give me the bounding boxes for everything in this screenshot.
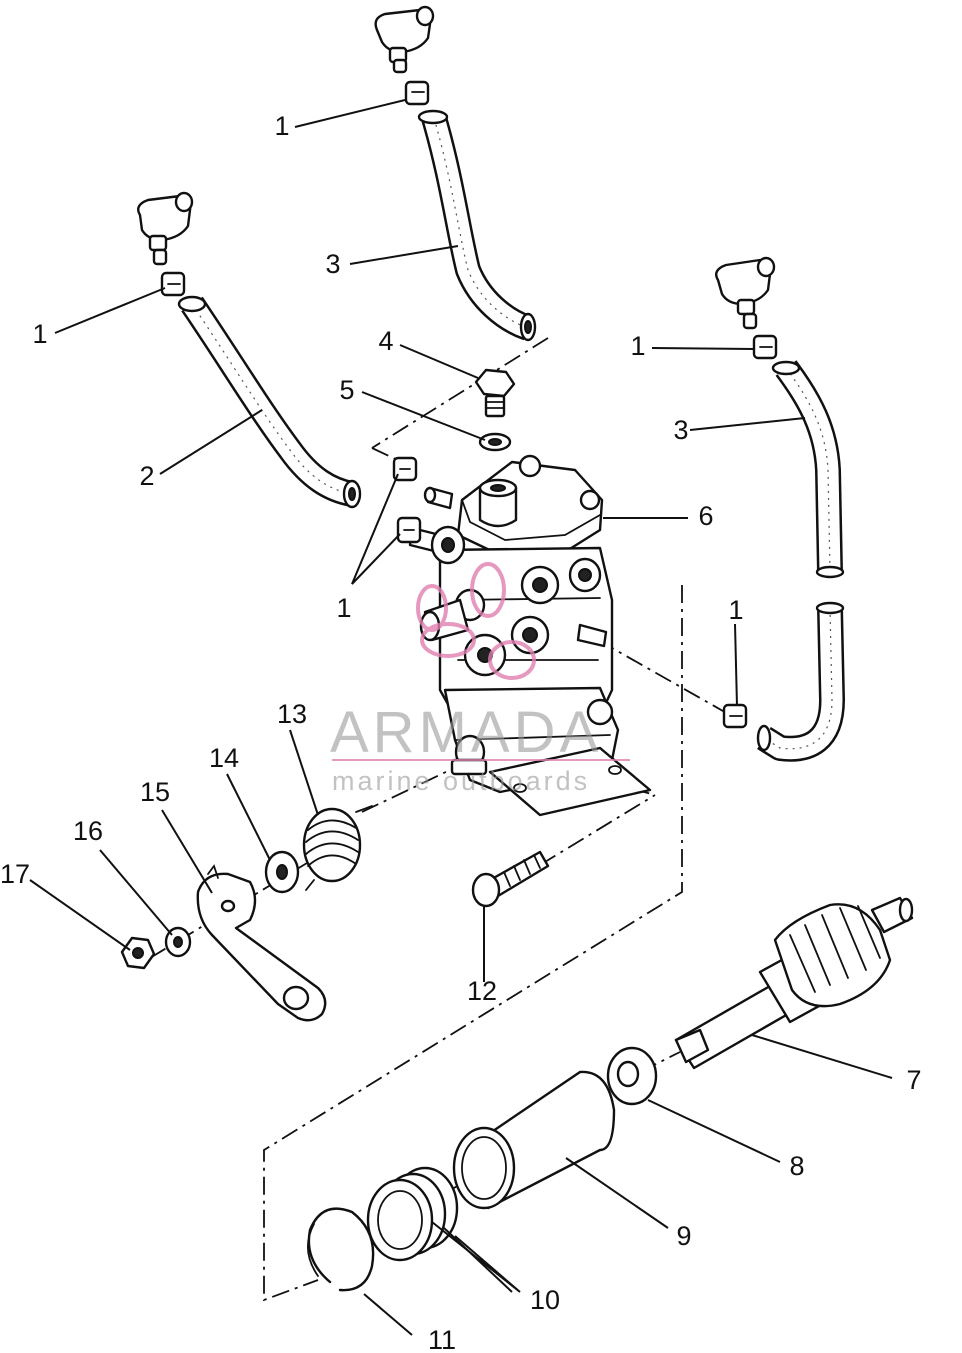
callout-5: 5 bbox=[339, 375, 354, 405]
armada-flower-logo bbox=[416, 562, 536, 680]
armada-watermark: ARMADA marine outboards bbox=[330, 562, 630, 796]
callout-3-right: 3 bbox=[673, 415, 688, 445]
hose-lower-right bbox=[756, 601, 845, 762]
hose-clamps-pump-inlet bbox=[392, 456, 422, 544]
washer-8 bbox=[606, 1046, 658, 1106]
hose-clamp-top-center bbox=[404, 80, 430, 106]
callout-3-top: 3 bbox=[325, 249, 340, 279]
leader-lines bbox=[29, 99, 893, 1336]
bleed-bolt bbox=[474, 368, 516, 418]
hose-clamp-right-top bbox=[752, 334, 778, 360]
nut-17 bbox=[120, 936, 156, 970]
callout-4: 4 bbox=[378, 326, 393, 356]
callout-17: 17 bbox=[0, 859, 30, 889]
fitting-left bbox=[137, 191, 194, 266]
callout-16: 16 bbox=[73, 816, 103, 846]
callout-1-right: 1 bbox=[630, 331, 645, 361]
callout-10: 10 bbox=[530, 1285, 560, 1315]
hose-2 bbox=[177, 295, 362, 509]
callout-13: 13 bbox=[277, 699, 307, 729]
fitting-top-center bbox=[374, 5, 435, 74]
hose-3-upper bbox=[417, 109, 537, 342]
lever-15 bbox=[196, 864, 327, 1022]
assembly-guide-lines bbox=[149, 337, 731, 1302]
callout-8: 8 bbox=[789, 1151, 804, 1181]
hose-3-right bbox=[771, 360, 845, 579]
watermark-tagline: marine outboards bbox=[332, 766, 590, 796]
callout-14: 14 bbox=[209, 743, 239, 773]
callout-labels: 1 3 1 2 4 5 6 1 3 1 1 13 14 15 16 17 12 … bbox=[0, 111, 922, 1353]
callout-15: 15 bbox=[140, 777, 170, 807]
hose-clamp-left bbox=[160, 271, 186, 297]
washer-14 bbox=[264, 850, 300, 894]
callout-9: 9 bbox=[676, 1221, 691, 1251]
watermark-brand: ARMADA bbox=[330, 700, 602, 765]
drive-gear-shaft-7 bbox=[674, 896, 914, 1070]
callout-1-left: 1 bbox=[32, 319, 47, 349]
hose-clamp-right-lower bbox=[722, 703, 748, 729]
bushing-9 bbox=[452, 1070, 616, 1210]
callout-1-center: 1 bbox=[336, 593, 351, 623]
oil-pump-body bbox=[408, 454, 652, 817]
callout-1-top: 1 bbox=[274, 111, 289, 141]
callout-12: 12 bbox=[467, 976, 497, 1006]
callout-2: 2 bbox=[139, 461, 154, 491]
washer-5 bbox=[478, 432, 512, 452]
spring-13 bbox=[302, 805, 373, 891]
fitting-right bbox=[715, 256, 776, 330]
callout-1-lower-right: 1 bbox=[728, 595, 743, 625]
o-rings-10 bbox=[366, 1166, 459, 1262]
screw-12 bbox=[471, 850, 550, 908]
callout-11: 11 bbox=[428, 1325, 456, 1353]
callout-7: 7 bbox=[906, 1065, 921, 1095]
circlip-11 bbox=[307, 1207, 375, 1292]
callout-6: 6 bbox=[698, 501, 713, 531]
